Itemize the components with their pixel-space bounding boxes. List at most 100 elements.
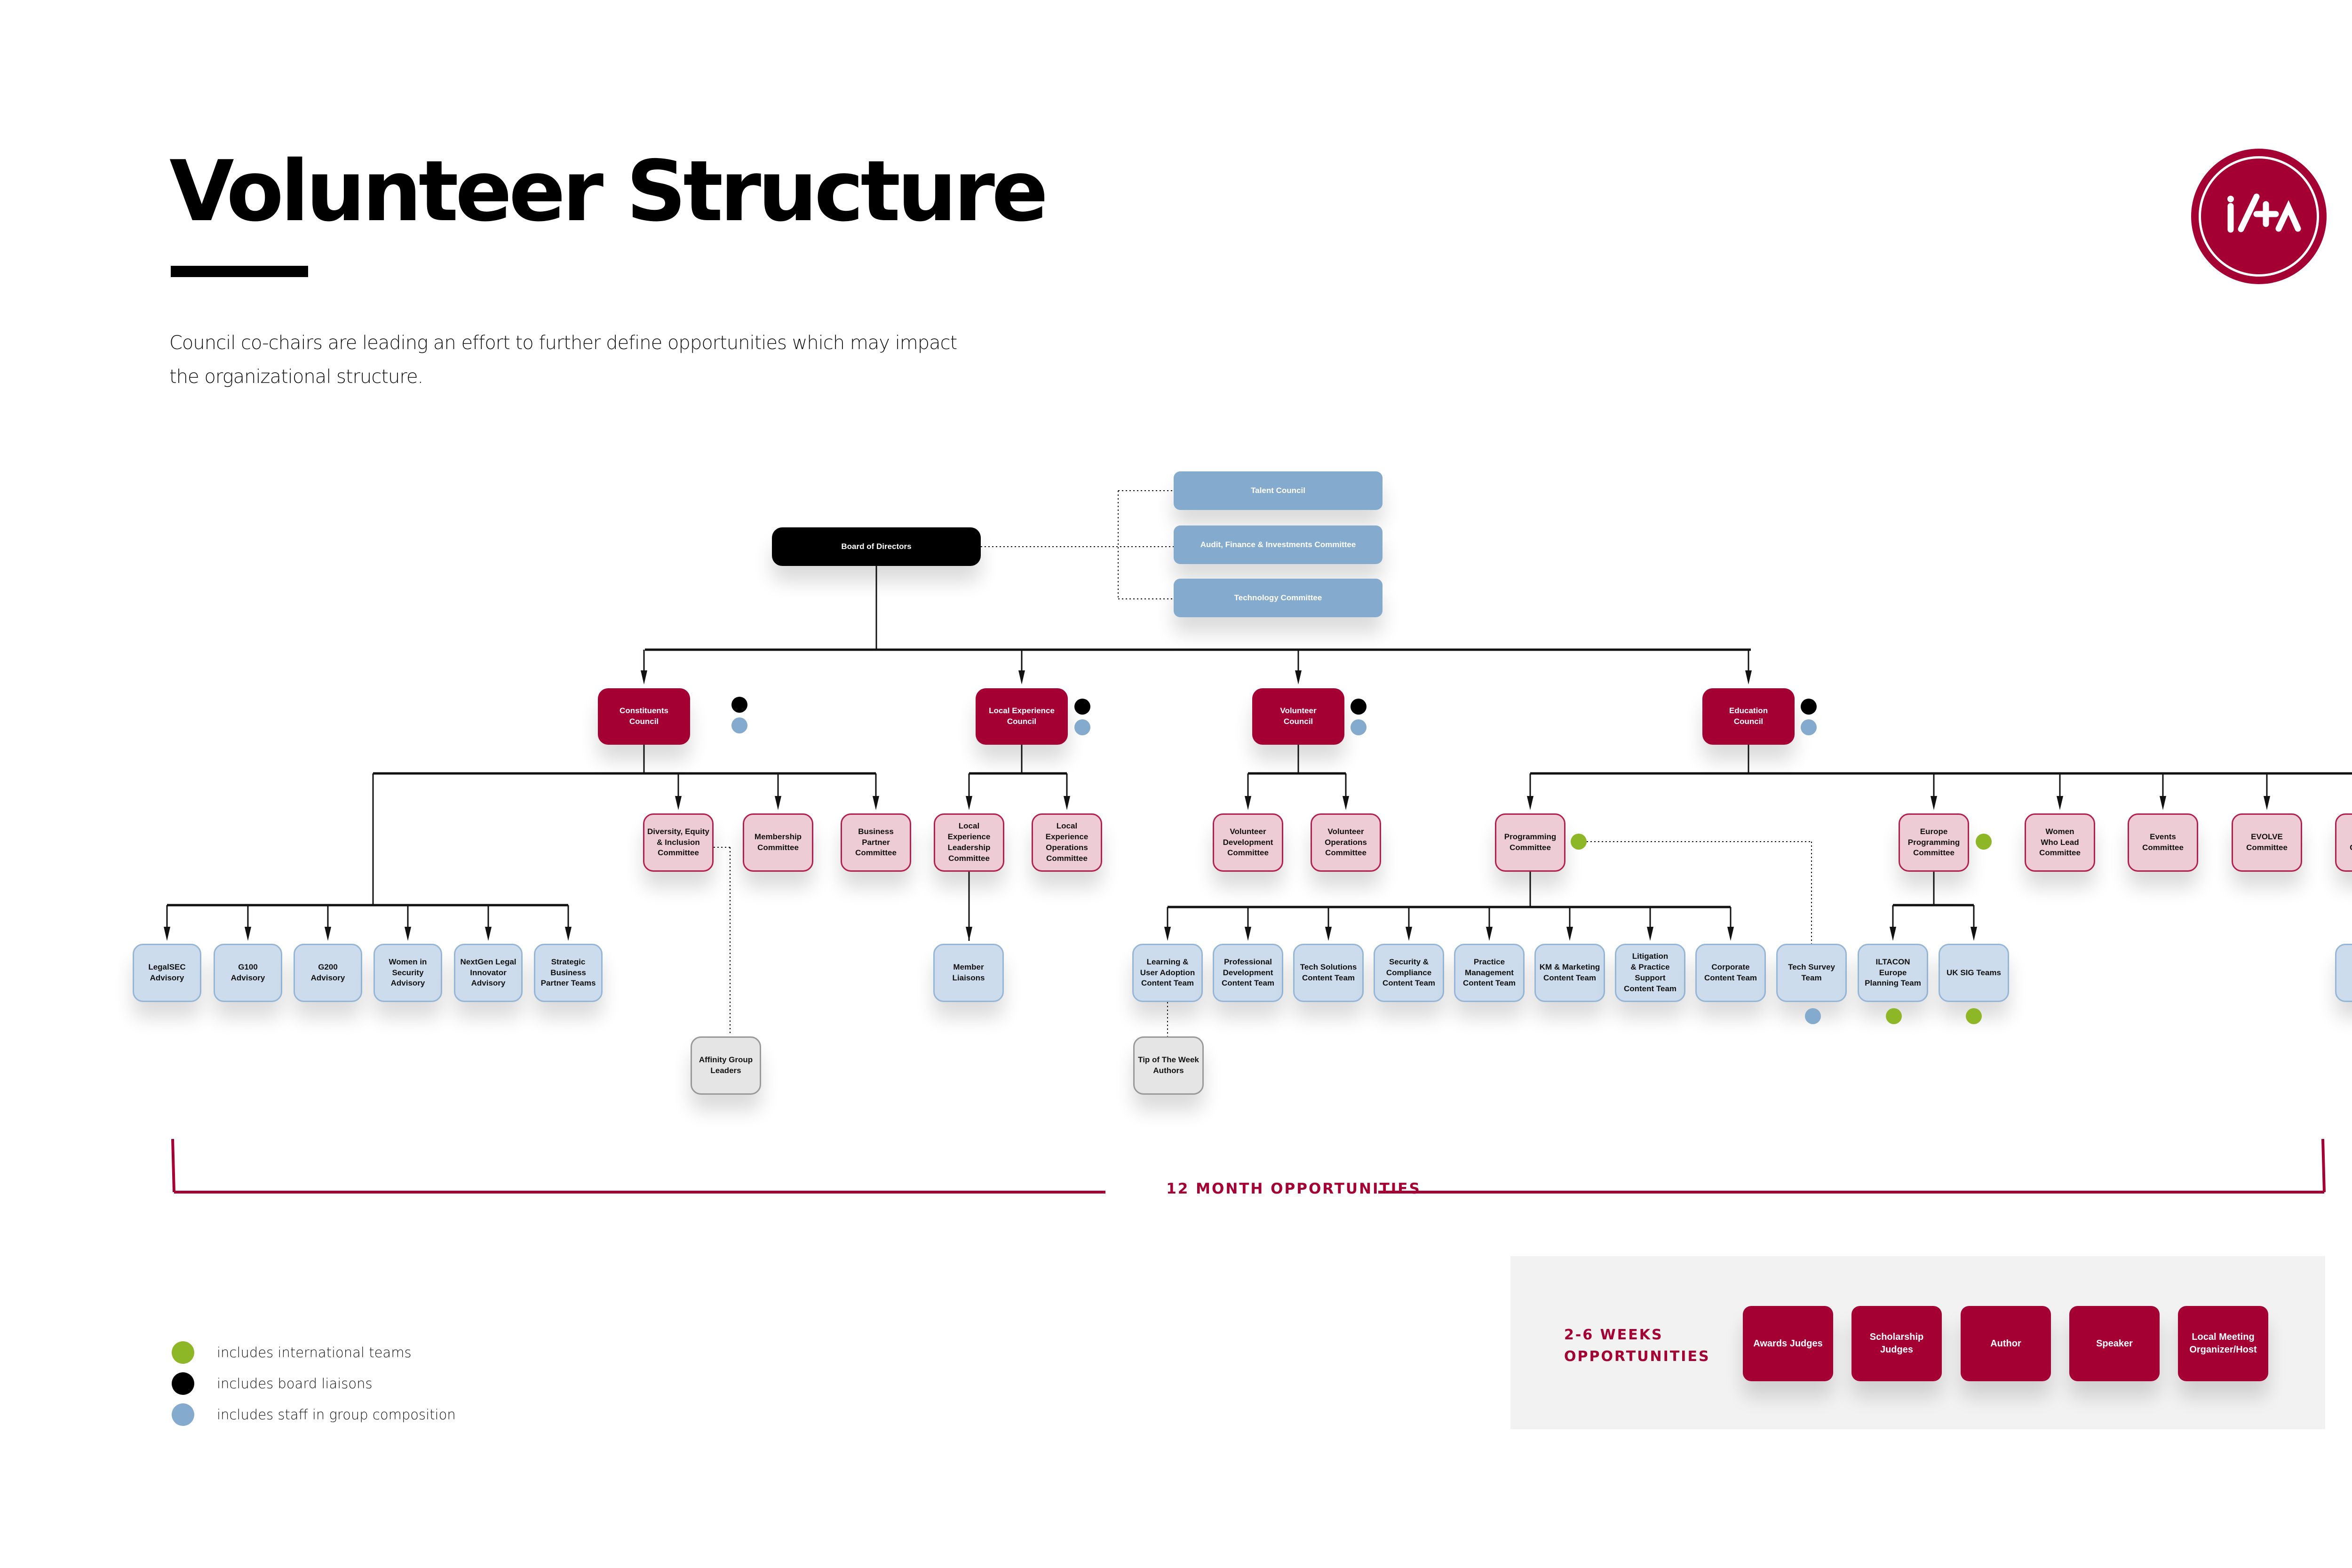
node-programming-committee[interactable]: Programming Committee: [1495, 813, 1565, 872]
staff-dot: [1074, 719, 1090, 735]
arrowhead-icon: [1527, 796, 1534, 810]
node-member-liaisons[interactable]: Member Liaisons: [933, 944, 1004, 1002]
arrowhead-icon: [966, 796, 972, 810]
staff-dot: [1801, 719, 1817, 735]
node-g100-advisory[interactable]: G100 Advisory: [214, 944, 282, 1002]
node-women-in-security-advisory[interactable]: Women in Security Advisory: [373, 944, 442, 1002]
node-uk-sig-teams[interactable]: UK SIG Teams: [1939, 944, 2009, 1002]
node-dei-committee[interactable]: Diversity, Equity & Inclusion Committee: [643, 813, 714, 872]
node-iltacon-content-teams[interactable]: ILTACON Content Teams: [2335, 944, 2352, 1002]
node-local-experience-leadership-committee[interactable]: Local Experience Leadership Committee: [934, 813, 1004, 872]
arrowhead-icon: [1245, 927, 1251, 941]
arrowhead-icon: [1566, 927, 1573, 941]
page-title: Volunteer Structure: [169, 143, 1049, 240]
node-europe-programming-committee[interactable]: Europe Programming Committee: [1899, 813, 1969, 872]
node-practice-management-content-team[interactable]: Practice Management Content Team: [1454, 944, 1525, 1002]
node-litigation-practice-support-content-team[interactable]: Litigation & Practice Support Content Te…: [1615, 944, 1685, 1002]
legend-label: includes board liaisons: [217, 1376, 373, 1392]
international-dot: [1976, 834, 1992, 850]
twelve-month-bracket-line: [2321, 1138, 2326, 1193]
node-strategic-business-partner-teams[interactable]: Strategic Business Partner Teams: [534, 944, 603, 1002]
arrowhead-icon: [1164, 927, 1171, 941]
arrowhead-icon: [245, 927, 251, 941]
opportunity-author[interactable]: Author: [1961, 1306, 2051, 1381]
node-membership-committee[interactable]: Membership Committee: [743, 813, 813, 872]
opportunity-awards-judges[interactable]: Awards Judges: [1743, 1306, 1833, 1381]
arrowhead-icon: [1245, 796, 1251, 810]
node-learning-user-adoption-content-team[interactable]: Learning & User Adoption Content Team: [1132, 944, 1203, 1002]
arrowhead-icon: [1931, 796, 1937, 810]
arrowhead-icon: [1971, 927, 1977, 941]
node-tech-solutions-content-team[interactable]: Tech Solutions Content Team: [1293, 944, 1364, 1002]
opportunity-speaker[interactable]: Speaker: [2069, 1306, 2160, 1381]
arrowhead-icon: [1018, 670, 1025, 685]
board-liaison-dot: [1801, 699, 1817, 715]
node-tip-of-the-week-authors[interactable]: Tip of The Week Authors: [1133, 1036, 1204, 1095]
node-women-who-lead-committee[interactable]: Women Who Lead Committee: [2025, 813, 2095, 872]
arrowhead-icon: [1295, 670, 1302, 685]
node-audit-finance-committee[interactable]: Audit, Finance & Investments Committee: [1174, 525, 1383, 564]
board-liaison-dot: [1074, 699, 1090, 715]
legend-item-international: includes international teams: [172, 1341, 412, 1364]
arrowhead-icon: [641, 670, 647, 685]
node-events-committee[interactable]: Events Committee: [2128, 813, 2198, 872]
international-dot: [1571, 834, 1587, 850]
node-corporate-content-team[interactable]: Corporate Content Team: [1695, 944, 1766, 1002]
node-professional-development-content-team[interactable]: Professional Development Content Team: [1213, 944, 1283, 1002]
international-dot: [1966, 1008, 1982, 1024]
arrowhead-icon: [2264, 796, 2270, 810]
node-local-experience-council[interactable]: Local Experience Council: [976, 688, 1068, 745]
arrowhead-icon: [775, 796, 781, 810]
node-volunteer-operations-committee[interactable]: Volunteer Operations Committee: [1311, 813, 1381, 872]
opportunity-scholarship-judges[interactable]: Scholarship Judges: [1851, 1306, 1942, 1381]
node-volunteer-development-committee[interactable]: Volunteer Development Committee: [1213, 813, 1283, 872]
logo-ring: [2199, 156, 2319, 277]
staff-dot-icon: [172, 1403, 194, 1426]
short-term-opportunities-label: 2-6 WEEKS OPPORTUNITIES: [1564, 1327, 1710, 1365]
arrowhead-icon: [565, 927, 572, 941]
arrowhead-icon: [2160, 796, 2166, 810]
arrowhead-icon: [405, 927, 411, 941]
arrowhead-icon: [1325, 927, 1332, 941]
node-g200-advisory[interactable]: G200 Advisory: [294, 944, 362, 1002]
node-legalsec-advisory[interactable]: LegalSEC Advisory: [133, 944, 201, 1002]
legend-label: includes international teams: [217, 1345, 412, 1361]
international-dot: [1886, 1008, 1902, 1024]
arrowhead-icon: [1890, 927, 1896, 941]
node-board-of-directors[interactable]: Board of Directors: [772, 527, 981, 566]
node-talent-council[interactable]: Talent Council: [1174, 471, 1383, 510]
twelve-month-bracket-line: [171, 1138, 175, 1193]
node-constituents-council[interactable]: Constituents Council: [598, 688, 690, 745]
arrowhead-icon: [1486, 927, 1493, 941]
node-iltacon-committee[interactable]: ILTACON Committee: [2335, 813, 2352, 872]
node-volunteer-council[interactable]: Volunteer Council: [1252, 688, 1344, 745]
node-km-marketing-content-team[interactable]: KM & Marketing Content Team: [1534, 944, 1605, 1002]
node-business-partner-committee[interactable]: Business Partner Committee: [841, 813, 911, 872]
board-liaison-dot: [1351, 699, 1367, 715]
logo-glyph-icon: [2227, 193, 2301, 233]
arrowhead-icon: [164, 927, 170, 941]
node-tech-survey-team[interactable]: Tech Survey Team: [1776, 944, 1847, 1002]
node-education-council[interactable]: Education Council: [1702, 688, 1795, 745]
node-evolve-committee[interactable]: EVOLVE Committee: [2232, 813, 2302, 872]
node-nextgen-legal-innovator-advisory[interactable]: NextGen Legal Innovator Advisory: [454, 944, 523, 1002]
arrowhead-icon: [873, 796, 879, 810]
twelve-month-opportunities-label: 12 MONTH OPPORTUNITIES: [1166, 1180, 1421, 1197]
node-affinity-group-leaders[interactable]: Affinity Group Leaders: [691, 1036, 761, 1095]
node-local-experience-operations-committee[interactable]: Local Experience Operations Committee: [1032, 813, 1102, 872]
legend-item-staff: includes staff in group composition: [172, 1403, 456, 1426]
page-subtitle: Council co-chairs are leading an effort …: [169, 332, 957, 388]
opportunity-local-meeting-organizer-host[interactable]: Local Meeting Organizer/Host: [2178, 1306, 2268, 1381]
ilta-logo-icon: [2191, 149, 2327, 284]
node-security-compliance-content-team[interactable]: Security & Compliance Content Team: [1374, 944, 1444, 1002]
arrowhead-icon: [485, 927, 492, 941]
international-dot-icon: [172, 1341, 194, 1364]
node-iltacon-europe-planning-team[interactable]: ILTACON Europe Planning Team: [1858, 944, 1928, 1002]
staff-dot: [1351, 719, 1367, 735]
legend-label: includes staff in group composition: [217, 1407, 456, 1423]
node-technology-committee[interactable]: Technology Committee: [1174, 579, 1383, 617]
arrowhead-icon: [1727, 927, 1734, 941]
legend-item-board-liaisons: includes board liaisons: [172, 1372, 373, 1395]
arrowhead-icon: [675, 796, 682, 810]
